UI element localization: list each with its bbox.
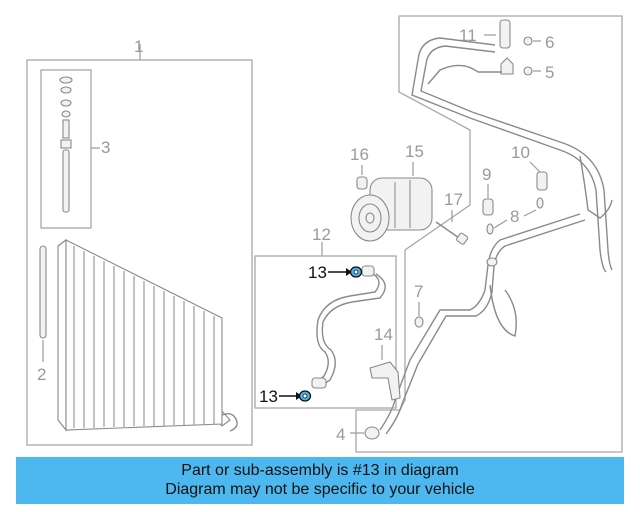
- banner-line-2: Diagram may not be specific to your vehi…: [165, 481, 475, 498]
- callout-6: 6: [545, 33, 554, 52]
- oring-7-part: [414, 316, 424, 328]
- seal-strip-part: [39, 245, 47, 339]
- callout-9: 9: [482, 165, 491, 184]
- hose-12-part: [311, 265, 386, 389]
- callout-10: 10: [511, 143, 530, 162]
- drier-box: [40, 69, 92, 229]
- callout-7: 7: [414, 282, 423, 301]
- callout-14: 14: [374, 325, 393, 344]
- valve-part: [500, 57, 514, 75]
- bolt-17-part: [435, 221, 469, 245]
- oring-5-part: [523, 66, 533, 76]
- cap-8a-part: [486, 223, 494, 235]
- callout-16: 16: [350, 145, 369, 164]
- callout-3: 3: [101, 138, 110, 157]
- oring-6-part: [523, 36, 533, 46]
- callout-2: 2: [37, 365, 46, 384]
- callout-1: 1: [134, 37, 143, 56]
- callout-13-bottom: 13: [259, 387, 278, 406]
- bracket-14-part: [369, 361, 401, 401]
- valve-9-part: [482, 198, 494, 216]
- callout-11: 11: [459, 26, 477, 45]
- bushing-16-part: [356, 176, 368, 190]
- piping-boundary: [355, 15, 623, 453]
- callout-15: 15: [405, 142, 424, 161]
- pressure-switch-part: [499, 19, 511, 49]
- hose-12-box: [254, 255, 397, 409]
- callout-17: 17: [444, 190, 463, 209]
- callout-5: 5: [545, 63, 554, 82]
- cap-8b-part: [536, 197, 544, 209]
- callout-4: 4: [336, 425, 345, 444]
- receiver-drier-part: [59, 76, 73, 213]
- callout-8: 8: [510, 207, 519, 226]
- banner-line-1: Part or sub-assembly is #13 in diagram: [181, 462, 459, 479]
- condenser-part: [57, 238, 238, 432]
- compressor-part: [350, 177, 433, 242]
- info-banner: Part or sub-assembly is #13 in diagram D…: [16, 457, 624, 504]
- arrowhead-13-top: [346, 268, 352, 276]
- callout-12: 12: [312, 225, 331, 244]
- callout-13-top: 13: [308, 263, 327, 282]
- suction-hose-part: [411, 37, 613, 273]
- liquid-line-part: [364, 213, 586, 440]
- sensor-10-part: [536, 171, 548, 191]
- parts-diagram: 1 3 2 11: [26, 15, 623, 453]
